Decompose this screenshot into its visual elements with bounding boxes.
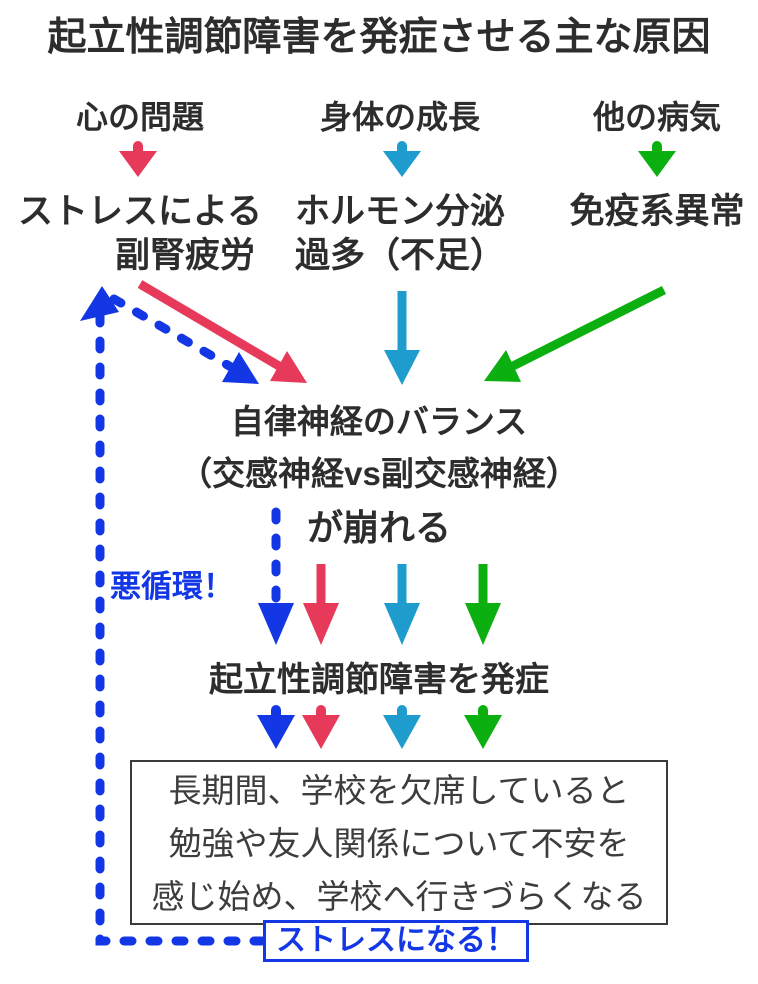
red-down-arrow-icon [119, 141, 157, 177]
consequence-line: 勉強や友人関係について不安を [168, 825, 630, 862]
red-to-box-arrow-icon [302, 705, 340, 749]
onset-text: 起立性調節障害を発症 [209, 661, 549, 699]
balance-line-2: （交感神経vs副交感神経） [179, 455, 579, 492]
green-to-box-arrow-icon [464, 705, 502, 749]
effect-line: 免疫系異常 [569, 192, 745, 231]
red-to-onset-arrow [303, 564, 339, 645]
effect-line: 過多（不足） [294, 236, 505, 275]
cause-growth-label: 身体の成長 [319, 99, 480, 135]
stress-badge: ストレスになる！ [263, 920, 529, 962]
blue-to-box-arrow-icon [257, 705, 295, 749]
effect-immune-abnormality: 免疫系異常 [525, 190, 758, 234]
green-to-onset-arrow [465, 564, 501, 645]
page-title: 起立性調節障害を発症させる主な原因 [47, 16, 711, 59]
autonomic-balance-text: 自律神経のバランス （交感神経vs副交感神経） が崩れる [0, 396, 758, 556]
effect-adrenal-fatigue: ストレスによる 副腎疲労 [8, 190, 272, 278]
cyan-to-onset-arrow [384, 564, 420, 645]
effect-hormone-secretion: ホルモン分泌 過多（不足） [268, 190, 532, 278]
balance-line-1: 自律神経のバランス [230, 403, 528, 440]
effect-line: 副腎疲労 [114, 236, 255, 275]
effect-line: ストレスによる [18, 192, 262, 231]
cause-illness-label: 他の病気 [592, 99, 721, 135]
stress-to-balance-dashed-arrow [109, 294, 259, 384]
immune-to-balance-arrow [484, 285, 667, 382]
green-down-arrow-icon [638, 141, 676, 177]
hormone-to-balance-arrow [384, 291, 420, 385]
vicious-cycle-label: 悪循環！ [110, 569, 234, 604]
cause-mind-label: 心の問題 [75, 99, 204, 135]
cyan-down-arrow-icon [383, 141, 421, 177]
balance-line-3: が崩れる [306, 507, 451, 548]
adrenal-to-balance-arrow [137, 280, 307, 383]
cyan-to-box-arrow-icon [383, 705, 421, 749]
consequence-line: 感じ始め、学校へ行きづらくなる [151, 878, 647, 915]
effect-line: ホルモン分泌 [294, 192, 505, 231]
consequence-line: 長期間、学校を欠席していると [168, 772, 630, 809]
consequence-box: 長期間、学校を欠席していると 勉強や友人関係について不安を 感じ始め、学校へ行き… [130, 760, 668, 925]
